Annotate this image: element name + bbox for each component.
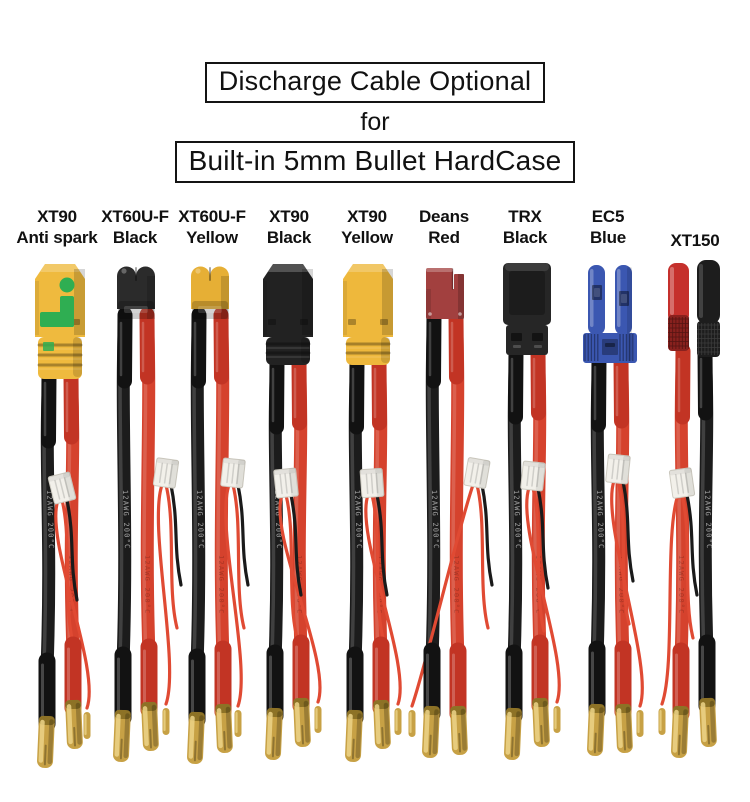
wire-print: 12AWG 200°C	[677, 555, 685, 615]
balance-plug	[520, 460, 546, 492]
bullet-connector	[504, 707, 522, 761]
wire-print: 12AWG 200°C	[45, 490, 55, 550]
bullet-connector	[345, 709, 363, 763]
bullet-connector	[450, 705, 468, 756]
bullet-connector	[615, 703, 633, 754]
wire-print: 12AWG 200°C	[67, 555, 75, 615]
bullet-connector	[65, 699, 83, 750]
wire-print: 12AWG 200°C	[143, 555, 151, 615]
cable-photo-deans: 12AWG 200°C 12AWG 200°C	[408, 268, 494, 759]
cable-photo-ec5: 12AWG 200°C 12AWG 200°C	[583, 265, 644, 757]
cable-photo-xt150: 12AWG 200°C 12AWG 200°C	[658, 260, 720, 759]
balance-plug	[220, 457, 246, 489]
bullet-connector	[699, 697, 717, 748]
wire-print: 12AWG 200°C	[512, 490, 522, 550]
cable-photo-xt90-antispark: 12AWG 200°C 12AWG 200°C	[35, 264, 91, 769]
wire-print: 12AWG 200°C	[217, 555, 225, 615]
wire-print: 12AWG 200°C	[452, 555, 460, 615]
cable-photo-xt60: 12AWG 200°C 12AWG 200°C	[113, 266, 183, 763]
bullet-connector	[671, 705, 689, 759]
bullet-connector	[373, 699, 391, 750]
balance-plug	[152, 457, 180, 489]
balance-plug	[47, 471, 77, 505]
bullet-connector	[37, 715, 55, 769]
wire-print: 12AWG 200°C	[353, 490, 363, 550]
wire-print: 12AWG 200°C	[273, 490, 283, 550]
page-subtitle: Built-in 5mm Bullet HardCase	[174, 140, 576, 183]
cable-photo-xt60: 12AWG 200°C 12AWG 200°C	[187, 266, 250, 765]
wire-print: 12AWG 200°C	[121, 490, 131, 550]
bullet-connector	[587, 703, 605, 757]
balance-plug	[668, 467, 696, 499]
bullet-connector	[265, 707, 283, 761]
wire-print: 12AWG 200°C	[430, 490, 440, 550]
balance-plug	[273, 467, 299, 499]
title-connector-word: for	[360, 108, 390, 137]
wire-print: 12AWG 200°C	[195, 490, 205, 550]
page-title: Discharge Cable Optional	[204, 62, 546, 104]
bullet-connector	[293, 697, 311, 748]
wire-print: 12AWG 200°C	[595, 490, 605, 550]
title-block: Discharge Cable Optional for Built-in 5m…	[0, 62, 750, 183]
balance-plug	[463, 457, 491, 489]
label-xt150: XT150	[670, 231, 720, 250]
wire-print: 12AWG 200°C	[617, 555, 625, 615]
bullet-connector	[113, 709, 131, 763]
bullet-connector	[141, 701, 159, 752]
bullet-connector	[422, 705, 440, 759]
wire-print: 12AWG 200°C	[703, 490, 713, 550]
bullet-connector	[532, 697, 550, 748]
balance-plug	[359, 467, 385, 499]
balance-plug	[605, 453, 631, 485]
bullet-connector	[187, 711, 205, 765]
product-photo: 12AWG 200°C 12AWG 200°C 12AWG 200°C 12AWG 2…	[35, 260, 720, 769]
bullet-connector	[215, 703, 233, 754]
